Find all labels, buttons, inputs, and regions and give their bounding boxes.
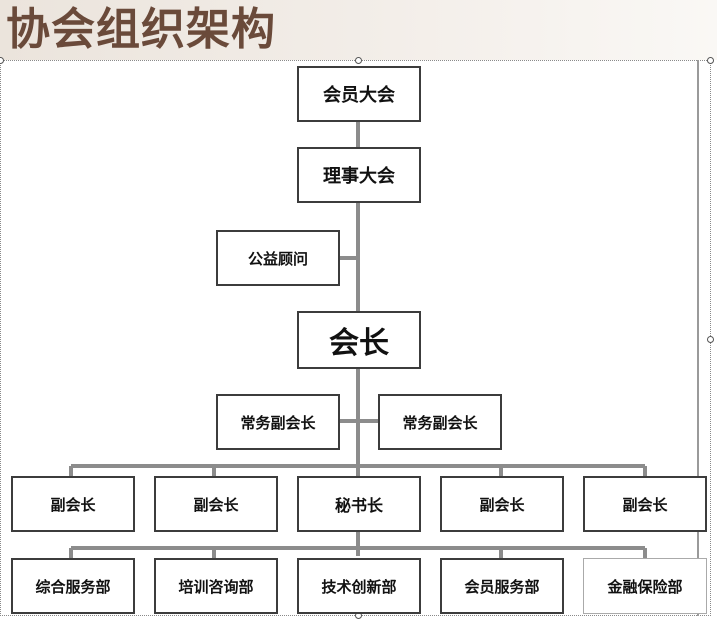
node-secretary-general[interactable]: 秘书长 [297, 476, 421, 532]
node-vp-1[interactable]: 副会长 [11, 476, 135, 532]
node-president[interactable]: 会长 [297, 311, 421, 369]
resize-handle-middle-right[interactable] [707, 336, 714, 343]
node-exec-vp-2[interactable]: 常务副会长 [378, 394, 502, 450]
node-dept-general-service[interactable]: 综合服务部 [11, 558, 135, 614]
node-dept-member-service[interactable]: 会员服务部 [440, 558, 564, 614]
node-exec-vp-1[interactable]: 常务副会长 [216, 394, 340, 450]
node-dept-finance[interactable]: 金融保险部 [583, 558, 707, 614]
node-vp-2[interactable]: 副会长 [154, 476, 278, 532]
node-vp-3[interactable]: 副会长 [440, 476, 564, 532]
node-advisor[interactable]: 公益顾问 [216, 230, 340, 286]
node-members-assembly[interactable]: 会员大会 [297, 66, 421, 122]
page-title: 协会组织架构 [6, 4, 276, 55]
node-council-assembly[interactable]: 理事大会 [297, 147, 421, 203]
resize-handle-top-middle[interactable] [355, 57, 362, 64]
node-vp-4[interactable]: 副会长 [583, 476, 707, 532]
node-dept-training[interactable]: 培训咨询部 [154, 558, 278, 614]
frame-scroll-edge [697, 60, 711, 616]
resize-handle-top-right[interactable] [707, 57, 714, 64]
resize-handle-top-left[interactable] [0, 57, 4, 64]
page-header: 协会组织架构 [0, 0, 717, 60]
node-dept-tech[interactable]: 技术创新部 [297, 558, 421, 614]
